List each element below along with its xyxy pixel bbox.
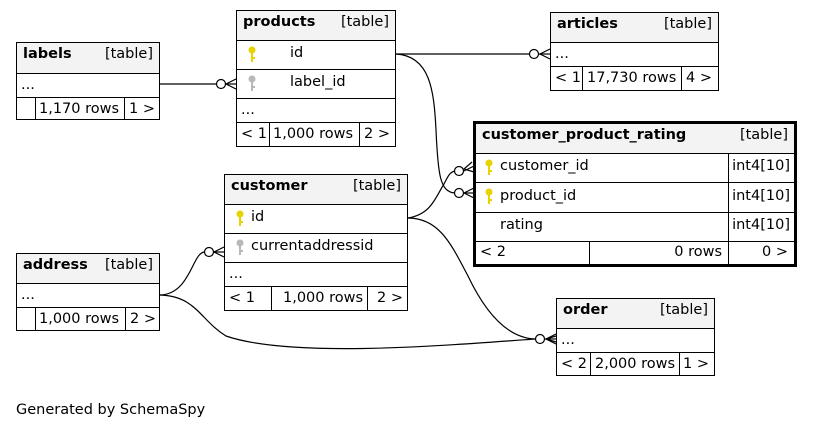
column-name: ... — [555, 46, 569, 62]
table-header: address [table] — [17, 254, 159, 283]
table-column: id — [237, 40, 395, 69]
table-column: rating int4[10] — [476, 212, 794, 241]
row-count: 17,730 rows — [587, 70, 677, 86]
column-name: rating — [500, 217, 543, 233]
table-column: ... — [557, 328, 714, 352]
page-next[interactable]: 1 > — [683, 356, 709, 372]
page-prev[interactable]: < 1 — [241, 126, 267, 142]
table-header: order [table] — [557, 299, 714, 328]
table-products[interactable]: products [table] id label_id ... < 1 1,0… — [236, 10, 396, 147]
primary-key-icon — [236, 210, 244, 226]
table-column: label_id — [237, 69, 395, 98]
table-footer: < 2 2,000 rows 1 > — [557, 352, 714, 376]
column-name: ... — [241, 102, 255, 118]
page-next[interactable]: 1 > — [129, 101, 155, 117]
generator-caption: Generated by SchemaSpy — [16, 402, 206, 418]
table-footer: < 1 1,000 rows 2 > — [237, 122, 395, 147]
table-name: address — [23, 257, 88, 273]
table-footer: < 1 1,000 rows 2 > — [225, 286, 407, 311]
table-kind: [table] — [659, 302, 708, 318]
table-column: ... — [225, 262, 407, 286]
page-next[interactable]: 2 > — [364, 126, 390, 142]
table-name: order — [563, 302, 608, 318]
column-name: ... — [21, 77, 35, 93]
column-name: ... — [229, 266, 243, 282]
table-header: labels [table] — [17, 43, 159, 73]
column-name: id — [290, 45, 304, 61]
table-name: articles — [557, 16, 618, 32]
table-name: products — [243, 14, 316, 30]
row-count: 1,000 rows — [39, 311, 120, 327]
foreign-key-icon — [236, 239, 244, 255]
column-type: int4[10] — [732, 217, 790, 233]
column-name: product_id — [500, 188, 577, 204]
table-footer: < 1 17,730 rows 4 > — [551, 66, 718, 91]
link-address-order — [159, 294, 557, 350]
table-header: customer_product_rating [table] — [476, 124, 794, 153]
table-customer-product-rating[interactable]: customer_product_rating [table] customer… — [473, 121, 797, 267]
table-header: articles [table] — [551, 13, 718, 42]
table-kind: [table] — [663, 16, 712, 32]
column-type: int4[10] — [732, 188, 790, 204]
column-type: int4[10] — [732, 158, 790, 174]
table-column: customer_id int4[10] — [476, 153, 794, 182]
table-articles[interactable]: articles [table] ... < 1 17,730 rows 4 > — [550, 12, 719, 91]
column-name: customer_id — [500, 158, 589, 174]
page-prev[interactable]: < 1 — [555, 70, 581, 86]
page-next[interactable]: 2 > — [130, 311, 156, 327]
link-customer-rating — [407, 161, 475, 219]
table-address[interactable]: address [table] ... 1,000 rows 2 > — [16, 253, 160, 331]
column-name: ... — [561, 332, 575, 348]
table-column: product_id int4[10] — [476, 182, 794, 212]
table-column: ... — [17, 73, 159, 97]
table-order[interactable]: order [table] ... < 2 2,000 rows 1 > — [556, 298, 715, 376]
table-kind: [table] — [352, 178, 401, 194]
table-column: id — [225, 204, 407, 233]
table-kind: [table] — [739, 127, 788, 143]
table-footer: 1,170 rows 1 > — [17, 97, 159, 120]
page-prev[interactable]: < 2 — [480, 244, 506, 260]
row-count: 1,000 rows — [283, 290, 364, 306]
link-products-articles — [396, 48, 551, 60]
link-customer-order — [407, 217, 536, 340]
link-address-customer — [159, 246, 225, 296]
page-next[interactable]: 4 > — [686, 70, 712, 86]
table-name: labels — [23, 46, 72, 62]
table-name: customer — [231, 178, 308, 194]
primary-key-icon — [485, 188, 493, 204]
table-footer: < 2 0 rows 0 > — [476, 241, 794, 264]
table-column: ... — [17, 283, 159, 307]
page-next[interactable]: 2 > — [377, 290, 403, 306]
table-kind: [table] — [104, 257, 153, 273]
column-name: label_id — [290, 74, 346, 90]
row-count: 1,000 rows — [273, 126, 354, 142]
table-column: currentaddressid — [225, 233, 407, 262]
table-customer[interactable]: customer [table] id currentaddressid ...… — [224, 174, 408, 311]
page-prev[interactable]: < 1 — [229, 290, 255, 306]
primary-key-icon — [485, 159, 493, 175]
table-name: customer_product_rating — [482, 127, 687, 143]
row-count: 1,170 rows — [39, 101, 120, 117]
link-products-rating — [395, 53, 475, 199]
table-footer: 1,000 rows 2 > — [17, 307, 159, 331]
column-name: currentaddressid — [251, 238, 374, 254]
table-column: ... — [551, 42, 718, 66]
foreign-key-icon — [248, 75, 256, 91]
row-count: 2,000 rows — [595, 356, 676, 372]
table-labels[interactable]: labels [table] ... 1,170 rows 1 > — [16, 42, 160, 120]
table-column: ... — [237, 98, 395, 122]
link-labels-products — [160, 78, 237, 90]
column-name: ... — [21, 287, 35, 303]
page-next[interactable]: 0 > — [762, 244, 788, 260]
page-prev[interactable]: < 2 — [561, 356, 587, 372]
row-count: 0 rows — [674, 244, 722, 260]
primary-key-icon — [248, 46, 256, 62]
table-header: customer [table] — [225, 175, 407, 204]
table-header: products [table] — [237, 11, 395, 40]
table-kind: [table] — [340, 14, 389, 30]
column-name: id — [251, 209, 265, 225]
table-kind: [table] — [104, 46, 153, 62]
